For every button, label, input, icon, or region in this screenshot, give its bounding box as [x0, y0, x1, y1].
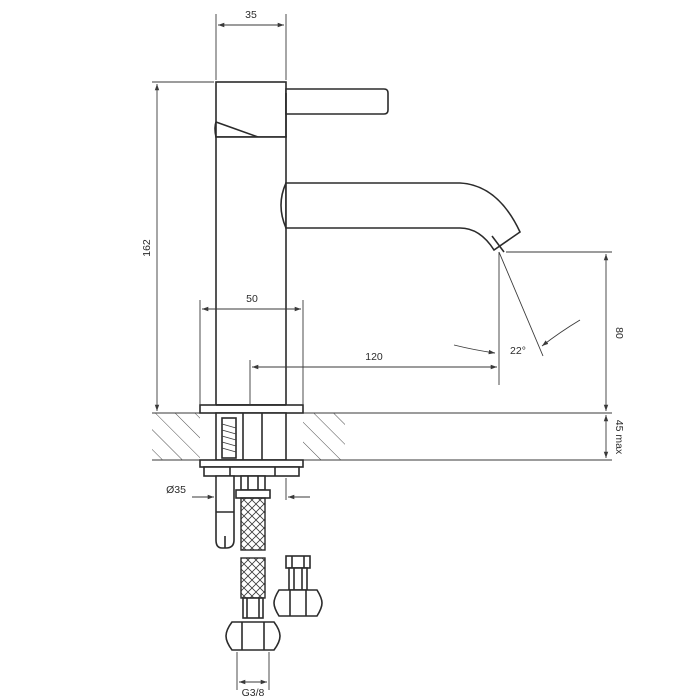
braided-hose-upper [240, 497, 266, 551]
handle-lever [285, 88, 389, 115]
label-spout-angle: 22° [510, 345, 526, 357]
handle-cap [215, 81, 287, 138]
label-outlet-height: 80 [613, 327, 625, 339]
mounting-washer [199, 459, 304, 468]
connection-nut [225, 621, 281, 651]
label-body-width: 35 [245, 9, 257, 21]
hose-fitting-upper [240, 475, 266, 491]
countertop-hatch-left [152, 413, 200, 460]
valve-nut [273, 589, 323, 617]
faucet-body [199, 81, 522, 414]
label-spout-reach: 120 [365, 351, 383, 363]
label-total-height: 162 [141, 239, 153, 257]
braided-hose-lower [240, 557, 266, 599]
spout [285, 182, 522, 252]
valve-fitting [285, 555, 311, 569]
mounting-nut [203, 466, 300, 477]
label-counter-thickness: 45 max [613, 420, 625, 455]
label-hole-diameter: Ø35 [166, 484, 186, 496]
under-counter-mount [199, 412, 323, 651]
label-thread-size: G3/8 [242, 687, 265, 699]
countertop [152, 412, 612, 461]
label-base-width: 50 [246, 293, 258, 305]
countertop-hatch-right [303, 413, 345, 460]
dimension-lines [152, 14, 612, 690]
dimension-labels: 35 162 50 120 22° 80 45 max Ø35 G3/8 [141, 9, 625, 699]
base-flange [199, 404, 304, 414]
faucet-column [215, 136, 287, 406]
